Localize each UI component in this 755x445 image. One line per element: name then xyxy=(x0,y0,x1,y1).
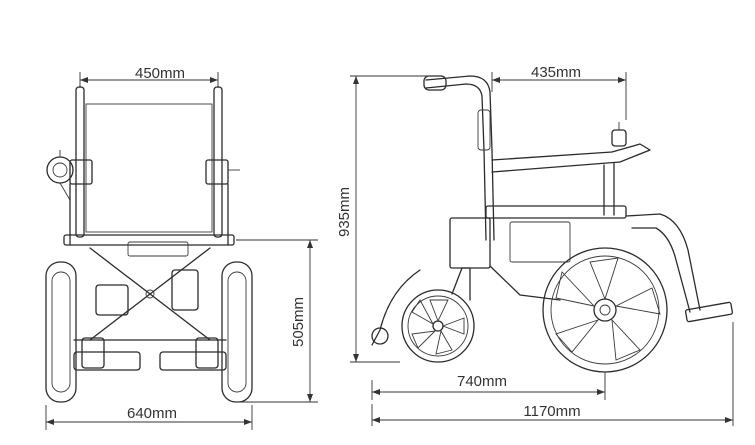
side-handle-grip xyxy=(423,75,447,91)
side-backrest-clip xyxy=(477,109,491,151)
dimension-505mm: 505mm xyxy=(236,239,318,403)
dimension-740mm: 740mm xyxy=(371,372,606,400)
front-right-wheel xyxy=(221,261,253,403)
joystick-controller xyxy=(46,156,74,184)
battery-box xyxy=(171,269,199,311)
side-anti-tip-wheel xyxy=(371,327,389,345)
side-footrest-hanger xyxy=(625,213,701,311)
cross-brace-pivot xyxy=(145,289,155,299)
side-view xyxy=(371,75,734,373)
joystick-knob xyxy=(52,162,68,178)
front-right-wheel-rim xyxy=(227,271,247,393)
front-left-wheel xyxy=(45,261,77,403)
side-rear-wheel-rim xyxy=(550,255,660,365)
side-motor-bracket xyxy=(509,221,571,263)
dimension-label-overall-length: 1170mm xyxy=(523,403,580,420)
front-left-backrest-post xyxy=(75,86,85,238)
dimension-label-overall-width: 640mm xyxy=(127,405,177,422)
side-rear-wheel-spokes xyxy=(555,257,661,361)
side-lower-frame xyxy=(489,265,561,301)
side-footplate xyxy=(684,301,734,323)
side-push-handle xyxy=(425,75,493,151)
front-backrest-panel xyxy=(85,103,213,233)
seat-bracket xyxy=(127,241,189,257)
front-left-wheel-rim xyxy=(51,271,71,393)
front-right-footrest xyxy=(159,351,227,371)
cross-brace-b xyxy=(89,247,211,341)
side-caster-fork xyxy=(451,267,471,301)
dimension-935mm: 935mm xyxy=(336,75,430,363)
side-front-caster-rim xyxy=(407,295,469,357)
front-left-armrest-block xyxy=(69,159,93,185)
dimension-1170mm: 1170mm xyxy=(371,322,734,426)
front-view xyxy=(45,86,253,403)
side-front-caster xyxy=(401,289,475,363)
dimension-label-seat-height: 505mm xyxy=(290,297,307,347)
joystick-mount xyxy=(59,182,71,201)
left-motor-housing xyxy=(95,284,129,316)
side-front-caster-hub xyxy=(432,320,444,332)
dimension-label-seat-width: 450mm xyxy=(135,65,185,82)
side-joystick xyxy=(611,129,627,147)
side-backrest-post xyxy=(483,149,487,241)
side-front-tube xyxy=(371,269,421,346)
side-battery-box xyxy=(449,217,491,269)
front-left-footrest xyxy=(73,351,141,371)
dimension-label-wheelbase: 740mm xyxy=(457,373,507,390)
side-rear-wheel xyxy=(542,247,668,373)
dimension-640mm: 640mm xyxy=(45,405,253,430)
front-right-caster xyxy=(195,337,219,369)
dimension-label-overall-height: 935mm xyxy=(336,187,353,237)
side-armrest xyxy=(491,143,651,173)
side-rear-wheel-hub xyxy=(593,298,617,322)
side-seat-rail xyxy=(485,205,627,219)
front-left-caster xyxy=(81,337,105,369)
dimension-435mm: 435mm xyxy=(491,64,627,120)
front-right-armrest-block xyxy=(205,159,229,185)
front-right-backrest-post xyxy=(213,86,223,238)
side-front-caster-spokes xyxy=(411,299,465,355)
dimension-450mm: 450mm xyxy=(79,65,219,88)
dimension-label-seat-depth: 435mm xyxy=(531,64,581,81)
front-seat-rail xyxy=(63,234,235,246)
